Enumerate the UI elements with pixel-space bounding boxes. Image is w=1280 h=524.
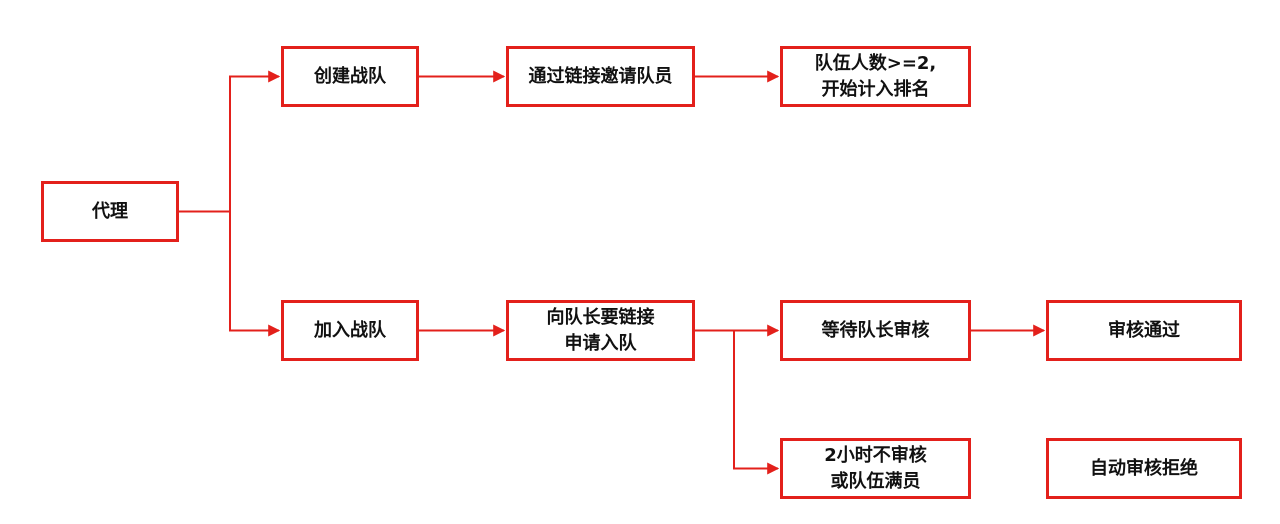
node-request-link: 向队长要链接 申请入队 — [506, 300, 695, 361]
node-invite-via-link: 通过链接邀请队员 — [506, 46, 695, 107]
node-wait-review: 等待队长审核 — [780, 300, 971, 361]
node-approved: 审核通过 — [1046, 300, 1242, 361]
node-auto-reject: 自动审核拒绝 — [1046, 438, 1242, 499]
node-join-team: 加入战队 — [281, 300, 419, 361]
node-agent: 代理 — [41, 181, 179, 242]
edge-request-timeout — [733, 330, 780, 475]
node-create-team: 创建战队 — [281, 46, 419, 107]
edge-agent-join-team — [229, 211, 281, 337]
edge-agent-create-team — [229, 70, 281, 212]
node-timeout-or-full: 2小时不审核 或队伍满员 — [780, 438, 971, 499]
node-team-size-rank: 队伍人数>=2, 开始计入排名 — [780, 46, 971, 107]
